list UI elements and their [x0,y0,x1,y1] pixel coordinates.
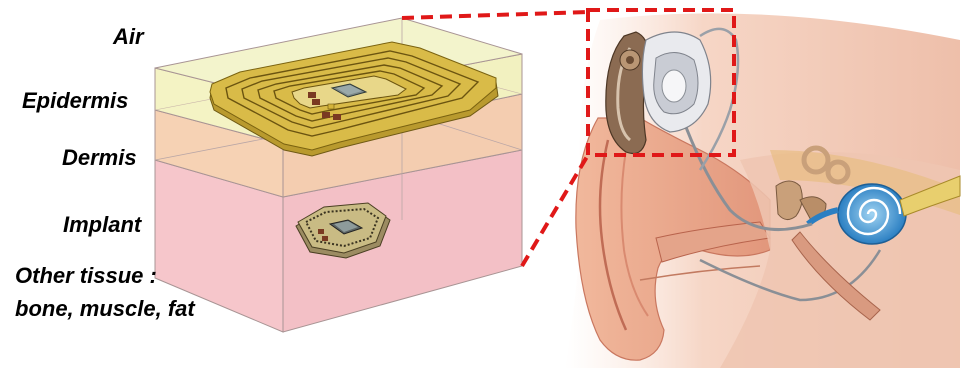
callout-leader-top [402,12,588,18]
coil-component [322,112,330,118]
label-implant: Implant [63,212,141,238]
label-dermis: Dermis [62,145,137,171]
label-other-tissue-types: bone, muscle, fat [15,296,195,322]
coil-component [308,92,316,98]
label-air: Air [113,24,144,50]
coil-component [333,114,341,120]
label-other-tissue: Other tissue : [15,263,157,289]
label-epidermis: Epidermis [22,88,128,114]
coil-component [312,99,320,105]
ear-illustration [565,13,960,368]
tissue-box [155,18,522,332]
